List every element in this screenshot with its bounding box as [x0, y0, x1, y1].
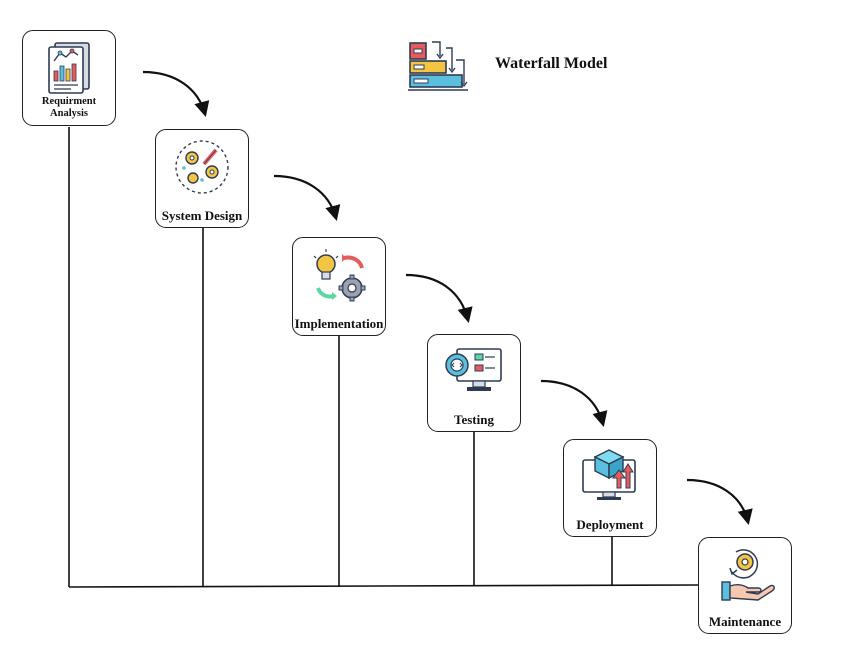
stage-label: Implementation [294, 316, 384, 331]
flow-arrow-5 [686, 478, 753, 526]
waterfall-blocks-icon [406, 40, 472, 99]
stage-implementation: Implementation [292, 237, 386, 336]
stage-label: System Design [161, 208, 243, 223]
diagram-title: Waterfall Model [495, 55, 608, 72]
hand-gear-icon [714, 546, 776, 611]
flow-arrow-3 [405, 273, 473, 323]
code-monitor-icon [443, 343, 505, 402]
flow-arrow-4 [540, 379, 608, 427]
flow-arrow-2 [273, 174, 341, 221]
stage-label: Deployment [576, 517, 644, 532]
cube-upload-monitor-icon [579, 448, 641, 507]
stage-maintenance: Maintenance [698, 537, 792, 634]
stage-system-design: System Design [155, 129, 249, 228]
idea-gear-cycle-icon [308, 246, 370, 311]
stage-label: Requirment Analysis [41, 96, 97, 119]
stage-testing: Testing [427, 334, 521, 432]
design-gears-icon [172, 138, 232, 201]
stage-requirement-analysis: Requirment Analysis [22, 30, 116, 126]
report-chart-icon [41, 39, 97, 102]
baseline [68, 584, 701, 588]
stage-deployment: Deployment [563, 439, 657, 537]
stage-label: Testing [454, 412, 494, 427]
flow-arrow-1 [142, 70, 210, 117]
stage-label: Maintenance [708, 614, 782, 629]
